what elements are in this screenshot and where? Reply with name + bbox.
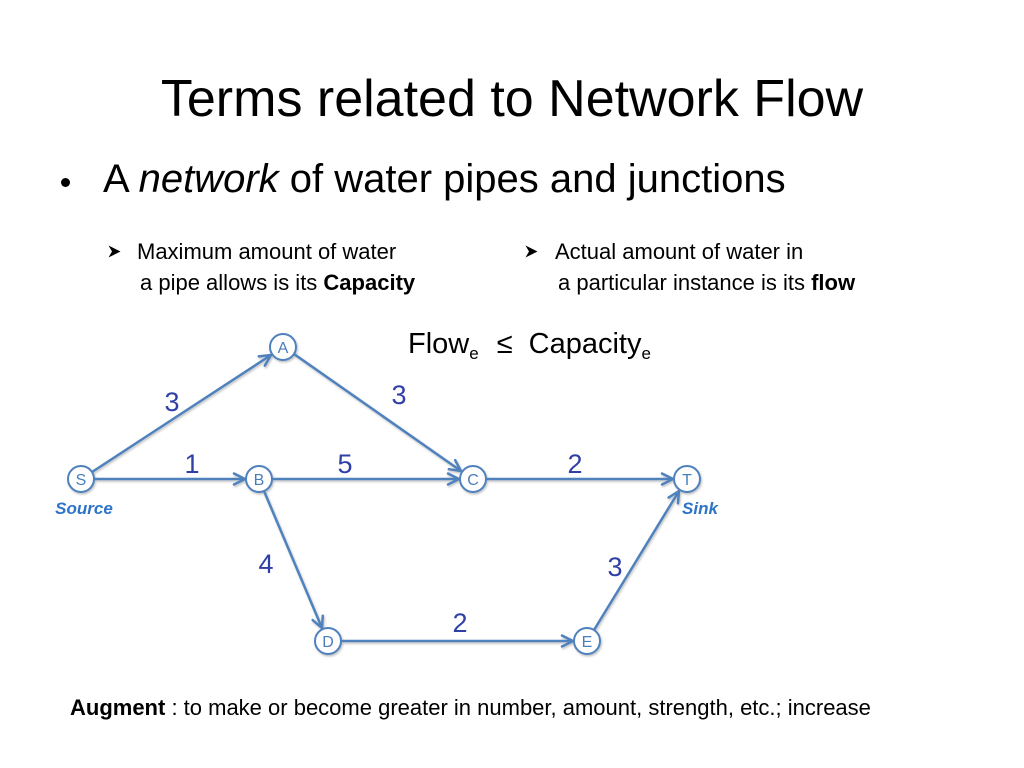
term-flow: flow <box>811 270 856 295</box>
formula-lhs: Flow <box>408 328 470 360</box>
definition-text: : to make or become greater in number, a… <box>165 695 871 720</box>
augment-definition: Augment : to make or become greater in n… <box>70 697 871 719</box>
node-b <box>245 465 273 493</box>
node-e <box>573 627 601 655</box>
node-label-e: E <box>582 634 593 651</box>
sub-bullet-line: a particular instance is its flow <box>555 267 855 298</box>
capacity-label-a-c: 3 <box>391 380 406 410</box>
sub-bullet-line: Maximum amount of water <box>137 239 397 264</box>
capacity-label-b-d: 4 <box>258 549 273 579</box>
node-label-b: B <box>254 472 265 489</box>
node-t <box>673 465 701 493</box>
bullet-dot-icon <box>61 178 70 187</box>
node-a <box>269 333 297 361</box>
capacity-label-e-t: 3 <box>607 552 622 582</box>
slide-title: Terms related to Network Flow <box>160 70 864 128</box>
definition-term: Augment <box>70 695 166 720</box>
sink-label: Sink <box>682 499 719 518</box>
bullet-suffix: of water pipes and junctions <box>278 157 786 201</box>
sub-bullet-text: a pipe allows is its <box>140 270 324 295</box>
flow-capacity-formula: Flowe≤Capacitye <box>408 328 651 363</box>
node-label-c: C <box>467 472 479 489</box>
formula-rhs-subscript: e <box>641 344 651 363</box>
node-d <box>314 627 342 655</box>
sub-bullet-capacity: Maximum amount of water a pipe allows is… <box>137 236 415 298</box>
sub-bullet-text: a particular instance is its <box>558 270 812 295</box>
sub-bullet-line: Actual amount of water in <box>555 239 804 264</box>
term-capacity: Capacity <box>323 270 416 295</box>
node-s <box>67 465 95 493</box>
capacity-label-s-b: 1 <box>184 449 199 479</box>
node-c <box>459 465 487 493</box>
sub-bullet-flow: Actual amount of water in a particular i… <box>555 236 855 298</box>
node-label-s: S <box>76 472 87 489</box>
bullet-prefix: A <box>103 157 139 201</box>
edge-s-a <box>91 353 273 474</box>
capacity-label-s-a: 3 <box>164 387 179 417</box>
sub-bullet-line: a pipe allows is its Capacity <box>137 267 415 298</box>
edge-b-d <box>262 490 325 630</box>
bullet-emphasis: network <box>138 157 279 201</box>
capacity-label-c-t: 2 <box>567 449 582 479</box>
edge-e-t <box>592 489 681 631</box>
capacity-label-d-e: 2 <box>452 608 467 638</box>
source-label: Source <box>55 499 113 518</box>
node-label-t: T <box>682 472 692 489</box>
node-label-d: D <box>322 634 334 651</box>
formula-lhs-subscript: e <box>469 344 479 363</box>
main-bullet: A network of water pipes and junctions <box>103 159 786 199</box>
arrow-bullet-icon <box>108 245 121 258</box>
capacity-label-b-c: 5 <box>337 449 352 479</box>
arrow-bullet-icon <box>525 245 538 258</box>
node-label-a: A <box>278 340 289 357</box>
formula-rhs: Capacity <box>528 328 642 360</box>
formula-relation: ≤ <box>496 328 513 360</box>
edge-a-c <box>293 352 463 473</box>
